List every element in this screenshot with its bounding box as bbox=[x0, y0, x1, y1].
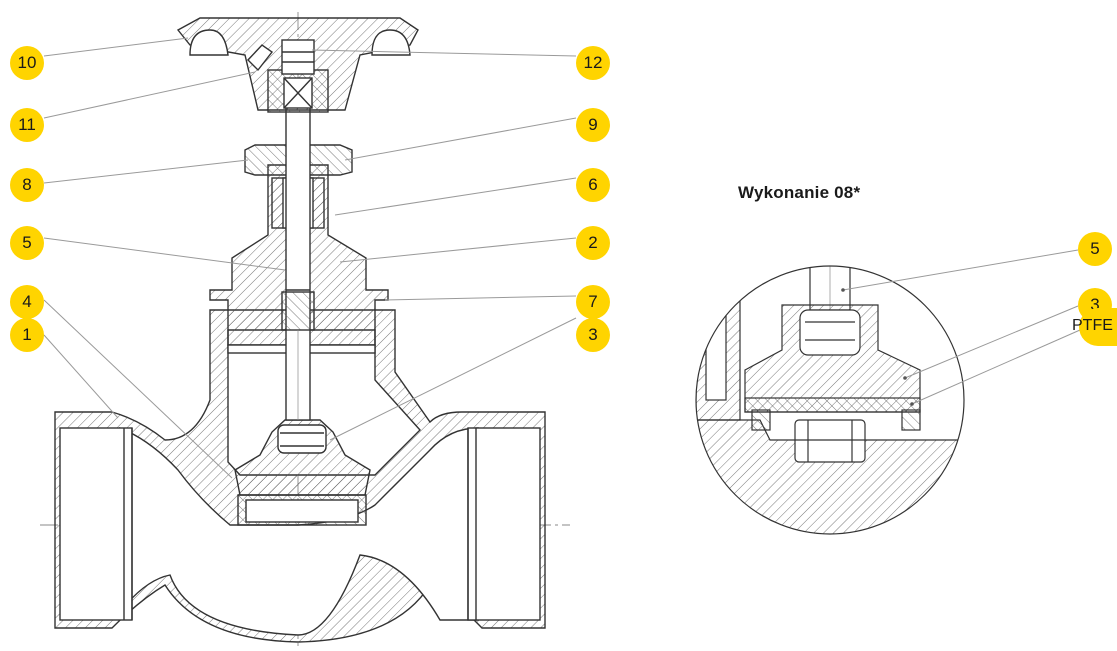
detail-caption: Wykonanie 08* bbox=[738, 183, 861, 202]
detail-leaders bbox=[842, 249, 1081, 405]
callout-badge-7: 7 bbox=[576, 285, 610, 319]
callout-badge-4: 4 bbox=[10, 285, 44, 319]
main-view bbox=[40, 12, 577, 648]
callout-badge-12: 12 bbox=[576, 46, 610, 80]
left-port bbox=[59, 427, 133, 621]
leader-lines bbox=[43, 37, 577, 479]
callout-badge-3: 3 bbox=[576, 318, 610, 352]
callout-badge-2: 2 bbox=[576, 226, 610, 260]
callout-badge-11: 11 bbox=[10, 108, 44, 142]
ptfe-label: PTFE bbox=[1072, 317, 1113, 334]
callout-badge-6: 6 bbox=[576, 168, 610, 202]
callout-badge-1: 1 bbox=[10, 318, 44, 352]
detail-callout-badge-5: 5 bbox=[1078, 232, 1112, 266]
callout-badge-5: 5 bbox=[10, 226, 44, 260]
detail-view bbox=[695, 249, 1081, 535]
right-port bbox=[467, 427, 541, 621]
handwheel-nut bbox=[281, 39, 315, 75]
callout-badge-10: 10 bbox=[10, 46, 44, 80]
ptfe-badge bbox=[1079, 308, 1117, 346]
disc bbox=[234, 419, 371, 496]
callout-badge-8: 8 bbox=[10, 168, 44, 202]
callout-badge-9: 9 bbox=[576, 108, 610, 142]
body-cavity bbox=[119, 426, 479, 636]
